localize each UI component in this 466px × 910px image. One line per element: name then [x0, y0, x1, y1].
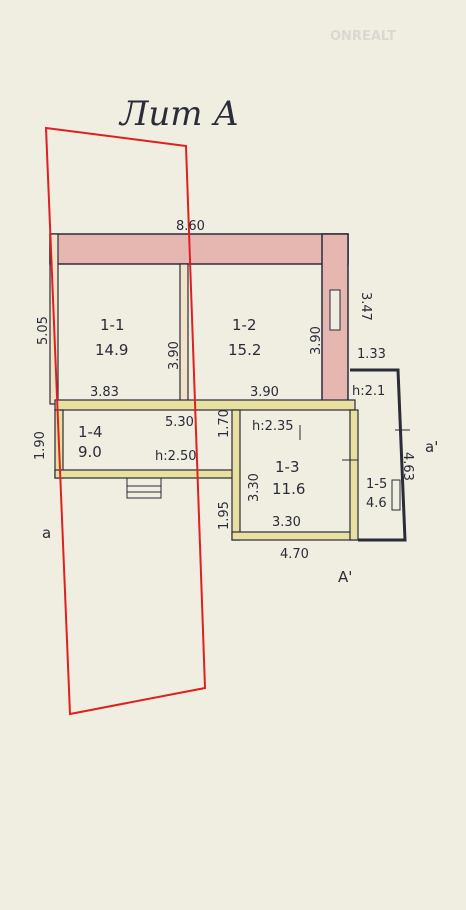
- dim-left-lower: 1.90: [33, 431, 48, 460]
- lower-walls: [54, 368, 410, 542]
- room-1-4-id: 1-4: [78, 423, 103, 441]
- section-A-bottom: А': [338, 568, 352, 586]
- dim-room-1-3-height: 3.30: [247, 473, 262, 502]
- dim-annex-height: 4.63: [400, 452, 415, 481]
- section-marks: а а' А': [42, 438, 438, 586]
- section-a-right: а': [425, 438, 438, 456]
- main-walls: [49, 233, 349, 407]
- dim-left-height: 5.05: [36, 316, 51, 345]
- dim-room-1-2-width: 3.90: [250, 385, 279, 400]
- height-annex: h:2.1: [352, 384, 385, 399]
- dim-room-1-3-width: 3.30: [272, 515, 301, 530]
- section-a-left: а: [42, 524, 51, 542]
- height-room-1-3: h:2.35: [252, 419, 294, 434]
- room-1-1-area: 14.9: [95, 341, 128, 359]
- watermark: ONREALT: [330, 29, 396, 44]
- dim-wall-1-1: 3.90: [167, 341, 182, 370]
- height-labels: h:2.50 h:2.35 h:2.1: [155, 384, 385, 464]
- dim-right-height: 3.47: [358, 292, 373, 321]
- room-1-3-area: 11.6: [272, 480, 305, 498]
- dim-middle-width: 5.30: [165, 415, 194, 430]
- height-main: h:2.50: [155, 449, 197, 464]
- dim-room-1-1-width: 3.83: [90, 385, 119, 400]
- room-labels: 1-1 14.9 1-2 15.2 1-3 11.6 1-4 9.0 1-5 4…: [78, 316, 387, 511]
- room-1-5-area: 4.6: [366, 496, 387, 511]
- room-1-1-id: 1-1: [100, 316, 125, 334]
- dim-bottom-width: 4.70: [280, 547, 309, 562]
- room-1-4-area: 9.0: [78, 443, 102, 461]
- plan-title: Лит А: [118, 94, 239, 134]
- dim-total-width: 8.60: [176, 219, 205, 234]
- dim-annex-width: 1.33: [357, 347, 386, 362]
- dim-small-mid: 1.70: [217, 409, 232, 438]
- dim-lower-left-height: 1.95: [217, 501, 232, 530]
- dim-wall-1-2: 3.90: [309, 326, 324, 355]
- room-1-2-area: 15.2: [228, 341, 261, 359]
- highlight-outline: [44, 126, 207, 716]
- dimension-labels: 8.60 5.05 3.47 3.90 3.90 3.83 3.90 1.90 …: [33, 219, 415, 562]
- room-1-2-id: 1-2: [232, 316, 257, 334]
- room-1-3-id: 1-3: [275, 458, 300, 476]
- room-1-5-id: 1-5: [366, 477, 387, 492]
